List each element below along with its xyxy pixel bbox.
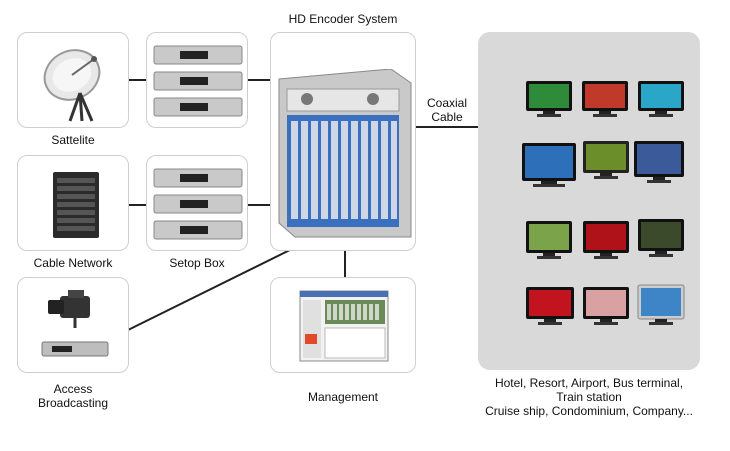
satellite-dish-icon	[43, 49, 101, 122]
television-icon	[637, 218, 685, 258]
venues-line-2: Train station	[556, 390, 622, 404]
television-icon	[525, 286, 575, 326]
television-icon	[525, 220, 573, 260]
encoder-title: HD Encoder System	[288, 12, 398, 26]
management-box	[270, 277, 416, 373]
set-top-box-icon	[153, 45, 243, 117]
television-icon	[637, 80, 685, 118]
encoder-box	[270, 32, 416, 251]
camera-and-receiver-icon	[41, 290, 109, 357]
coaxial-label-2: Cable	[431, 110, 463, 124]
access-label-2: Broadcasting	[37, 396, 109, 410]
venues-line-1: Hotel, Resort, Airport, Bus terminal,	[494, 376, 684, 390]
setop-box-label: Setop Box	[169, 256, 225, 270]
television-icon	[582, 220, 630, 260]
monitor-software-icon	[299, 290, 389, 362]
television-icon	[582, 140, 630, 180]
management-label: Management	[307, 390, 379, 404]
television-icon	[525, 80, 573, 118]
television-icon	[521, 142, 577, 188]
setop-box-top	[146, 32, 248, 128]
set-top-box-icon	[153, 168, 243, 240]
venues-line-3: Cruise ship, Condominium, Company...	[485, 404, 693, 418]
satellite-label: Sattelite	[51, 133, 95, 147]
satellite-box	[17, 32, 129, 128]
television-icon	[637, 284, 685, 326]
cable-network-box	[17, 155, 129, 251]
setop-box-bottom	[146, 155, 248, 251]
access-label-1: Access	[53, 382, 93, 396]
television-icon	[582, 286, 630, 326]
encoder-chassis-icon	[278, 69, 412, 238]
television-icon	[633, 140, 685, 184]
cable-network-label: Cable Network	[33, 256, 113, 270]
server-rack-icon	[53, 172, 99, 238]
television-icon	[581, 80, 629, 118]
access-box	[17, 277, 129, 373]
coaxial-label-1: Coaxial	[426, 96, 468, 110]
